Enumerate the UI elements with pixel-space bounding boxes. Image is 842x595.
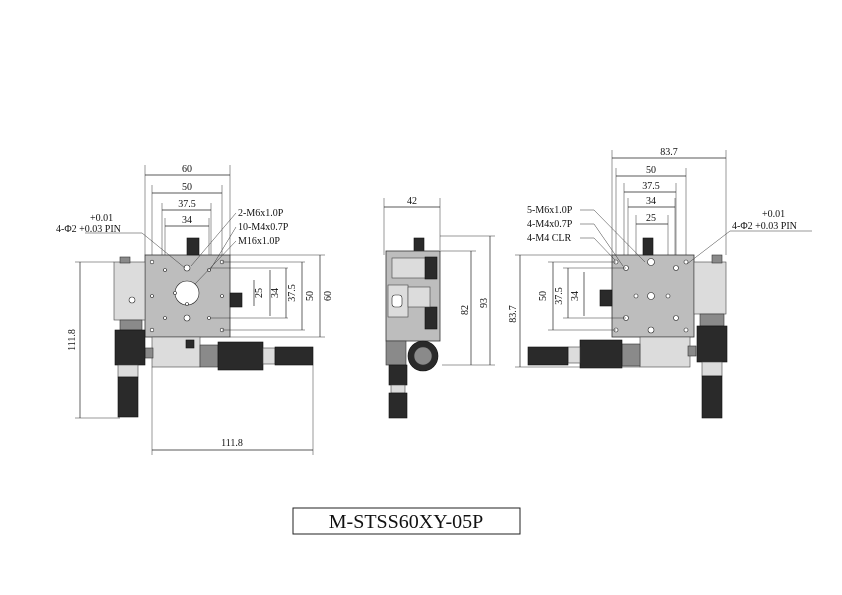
left-view: 60 50 37.5 34 [56, 164, 334, 455]
right-pin-tolerance: +0.01 [762, 209, 785, 220]
left-pin-spec: 4-Φ2 +0.03 PIN [56, 224, 121, 235]
middle-stage [385, 237, 441, 419]
dim-left-right-1: 34 [270, 288, 281, 298]
left-thread-callouts: 2-M6x1.0P 10-M4x0.7P M16x1.0P [190, 208, 289, 285]
dim-left-top-1: 50 [182, 182, 192, 193]
left-callout-2: M16x1.0P [238, 236, 280, 247]
middle-view: 42 82 93 [383, 196, 495, 419]
left-pin-callout: +0.01 4-Φ2 +0.03 PIN [56, 213, 186, 269]
left-right-dims: 25 34 37.5 50 60 [211, 254, 334, 338]
right-callout-2: 4-M4 CLR [527, 233, 572, 244]
right-left-dims: 50 37.5 34 83.7 [508, 254, 640, 368]
dim-left-right-2: 37.5 [287, 284, 298, 302]
right-pin-spec: 4-Φ2 +0.03 PIN [732, 221, 797, 232]
dim-right-top-2: 37.5 [642, 181, 660, 192]
dim-right-top-0: 83.7 [660, 147, 678, 158]
model-title: M-STSS60XY-05P [329, 511, 483, 533]
dim-middle-right-1: 93 [479, 298, 490, 308]
left-stage [113, 237, 314, 418]
left-pin-tolerance: +0.01 [90, 213, 113, 224]
right-callout-1: 4-M4x0.7P [527, 219, 573, 230]
dim-left-right-4: 60 [323, 291, 334, 301]
right-pin-callout: +0.01 4-Φ2 +0.03 PIN [686, 209, 812, 265]
right-view: 83.7 50 37.5 34 25 [508, 147, 812, 419]
dim-left-bottom: 111.8 [221, 438, 243, 449]
dim-right-far-left: 83.7 [508, 305, 519, 323]
dim-left-top-0: 60 [182, 164, 192, 175]
dim-right-top-4: 25 [646, 213, 656, 224]
left-top-dims: 60 50 37.5 34 [144, 164, 231, 255]
dim-left-right-0: 25 [254, 288, 265, 298]
dim-right-left-0: 50 [538, 291, 549, 301]
dim-right-left-1: 37.5 [554, 287, 565, 305]
right-thread-callouts: 5-M6x1.0P 4-M4x0.7P 4-M4 CLR [527, 205, 646, 267]
left-vertical-dim: 111.8 [67, 261, 120, 419]
dim-left-top-2: 37.5 [178, 199, 196, 210]
left-callout-0: 2-M6x1.0P [238, 208, 284, 219]
left-bottom-dim: 111.8 [151, 365, 314, 455]
dim-left-vertical: 111.8 [67, 329, 78, 351]
dim-middle-top: 42 [407, 196, 417, 207]
right-callout-0: 5-M6x1.0P [527, 205, 573, 216]
left-callout-1: 10-M4x0.7P [238, 222, 289, 233]
dim-middle-right-0: 82 [460, 305, 471, 315]
dim-left-top-3: 34 [182, 215, 192, 226]
dim-right-top-1: 50 [646, 165, 656, 176]
dim-left-right-3: 50 [305, 291, 316, 301]
dim-right-left-2: 34 [570, 291, 581, 301]
right-stage [527, 237, 728, 419]
dim-right-top-3: 34 [646, 196, 656, 207]
right-top-dims: 83.7 50 37.5 34 25 [611, 147, 727, 255]
title-block: M-STSS60XY-05P [292, 507, 521, 535]
